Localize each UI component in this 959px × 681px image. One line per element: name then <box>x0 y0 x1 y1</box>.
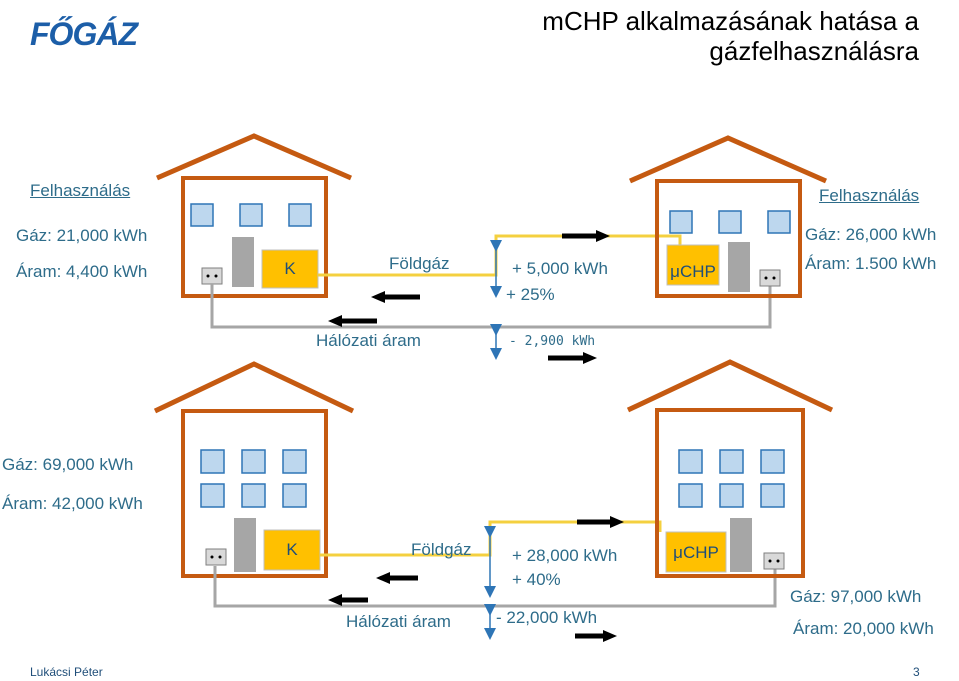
window <box>241 449 266 474</box>
top-right-heading: Felhasználás <box>819 186 920 205</box>
flow-arrows-bottom <box>328 516 624 642</box>
window <box>288 203 312 227</box>
door <box>730 518 752 572</box>
footer-author: Lukácsi Péter <box>30 665 103 679</box>
bottom-left-power: Áram: 42,000 kWh <box>2 494 143 513</box>
house-top-right <box>628 135 828 298</box>
top-grid-label: Hálózati áram <box>316 331 421 350</box>
power-socket-icon <box>759 269 781 287</box>
window <box>669 210 693 234</box>
page-number: 3 <box>913 665 920 679</box>
top-boiler-label: K <box>284 259 296 278</box>
power-socket-icon <box>201 267 223 285</box>
bottom-chp-label: μCHP <box>673 543 719 562</box>
door <box>728 242 750 292</box>
bottom-foldgaz-label: Földgáz <box>411 540 472 559</box>
house-bottom-left <box>153 361 355 578</box>
window <box>200 483 225 508</box>
bottom-grid-label: Hálózati áram <box>346 612 451 631</box>
roof <box>626 359 834 413</box>
top-foldgaz-label: Földgáz <box>389 254 450 273</box>
window <box>678 483 703 508</box>
window <box>718 210 742 234</box>
grid-line-top <box>210 284 772 329</box>
top-chp-label: μCHP <box>670 262 716 281</box>
window <box>200 449 225 474</box>
roof <box>628 135 828 184</box>
house-wall <box>181 176 328 298</box>
gas-line-bottom <box>320 520 662 557</box>
window <box>282 483 307 508</box>
window <box>241 483 266 508</box>
bottom-delta-pct: + 40% <box>512 570 561 589</box>
bottom-delta-power: - 22,000 kWh <box>496 608 598 627</box>
bottom-delta-gas: + 28,000 kWh <box>512 546 618 565</box>
window <box>719 449 744 474</box>
chp-box <box>665 531 727 573</box>
window <box>282 449 307 474</box>
power-socket-icon <box>205 548 227 566</box>
house-top-left <box>156 133 352 298</box>
roof <box>153 361 355 414</box>
bottom-boiler-label: K <box>286 540 298 559</box>
window <box>678 449 703 474</box>
chp-box <box>666 244 720 286</box>
window <box>767 210 791 234</box>
roof <box>156 133 352 181</box>
bottom-left-gas: Gáz: 69,000 kWh <box>2 455 134 474</box>
window <box>760 449 785 474</box>
house-bottom-right <box>626 359 834 578</box>
top-delta-pct: + 25% <box>506 285 555 304</box>
bottom-right-gas: Gáz: 97,000 kWh <box>790 587 922 606</box>
house-wall <box>181 409 328 578</box>
top-left-power: Áram: 4,400 kWh <box>16 262 148 281</box>
bottom-right-power: Áram: 20,000 kWh <box>793 619 934 638</box>
top-right-gas: Gáz: 26,000 kWh <box>805 225 937 244</box>
page-title: mCHP alkalmazásának hatása a gázfelhaszn… <box>542 6 919 66</box>
top-delta-gas: + 5,000 kWh <box>512 259 608 278</box>
top-right-power: Áram: 1.500 kWh <box>805 254 937 273</box>
top-left-heading: Felhasználás <box>30 181 131 200</box>
door <box>234 518 256 572</box>
window <box>719 483 744 508</box>
fogaz-logo: FŐGÁZ <box>30 16 138 52</box>
house-wall <box>655 179 802 298</box>
title-line-1: mCHP alkalmazásának hatása a <box>542 6 919 36</box>
house-wall <box>655 408 805 578</box>
window <box>190 203 214 227</box>
top-left-gas: Gáz: 21,000 kWh <box>16 226 148 245</box>
power-socket-icon <box>763 552 785 570</box>
flow-arrows-top <box>328 230 610 364</box>
top-delta-power: - 2,900 kWh <box>509 334 596 349</box>
window <box>239 203 263 227</box>
window <box>760 483 785 508</box>
title-line-2: gázfelhasználásra <box>709 36 919 66</box>
door <box>232 237 254 287</box>
boiler-box <box>263 529 321 571</box>
boiler-box <box>261 249 319 289</box>
gas-line-top <box>318 234 682 277</box>
